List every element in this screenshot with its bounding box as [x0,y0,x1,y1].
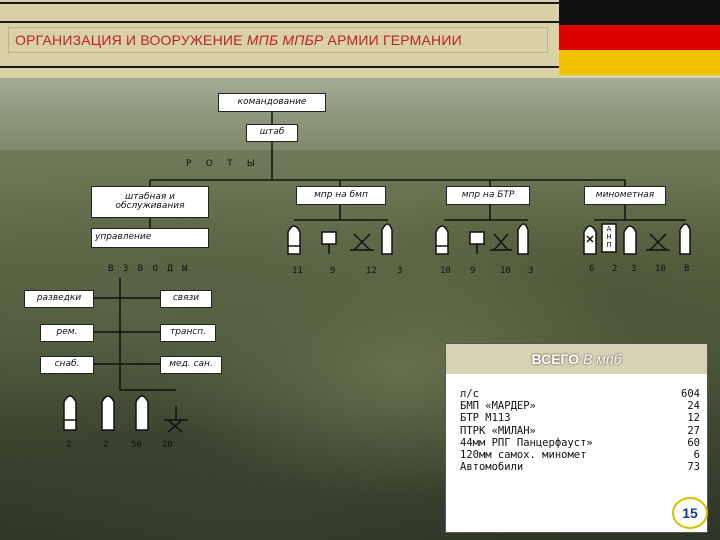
mortar-company-box: минометная [584,186,666,205]
btr-count-3: 10 [500,266,511,276]
bottom-stripe [0,66,720,68]
bmp-company-symbols [287,223,393,255]
bmp-count-4: 3 [397,266,403,276]
rifle-icon [135,395,149,431]
recon-platoon-box: разведки [24,290,94,308]
btr-company-symbols [435,223,529,255]
background-hills [0,70,720,150]
soldier-icon [623,225,637,255]
bmp-count-3: 12 [366,266,377,276]
supply-platoon-box: снаб. [40,356,94,374]
bmp-icon [321,231,337,245]
soldier-icon [435,225,449,255]
flag-stripe-red [559,25,720,50]
title-bar: ОРГАНИЗАЦИЯ И ВООРУЖЕНИЕ МПБ МПБР АРМИИ … [8,27,548,53]
anp-label: А Н П [606,225,612,249]
page-title: ОРГАНИЗАЦИЯ И ВООРУЖЕНИЕ МПБ МПБР АРМИИ … [15,32,462,48]
left-count-4: 20 [162,440,173,450]
left-count-3: 56 [131,440,142,450]
rpg-icon [101,395,115,431]
rpg-icon [381,223,393,255]
mortar-count-1: 6 [589,264,595,274]
german-flag [559,0,720,75]
soldier-icon [287,225,301,255]
soldier-icon [63,395,77,431]
btr-count-2: 9 [470,266,476,276]
left-count-2: 2 [103,440,109,450]
left-count-1: 2 [66,440,72,450]
btr-company-box: мпр на БТР [446,186,530,205]
flag-stripe-gold [559,50,720,75]
flag-stripe-black [559,0,720,25]
hq-service-company-box: штабная и обслуживания [91,186,209,218]
transport-platoon-box: трансп. [160,324,216,342]
summary-heading: ВСЕГО В мпб [446,344,707,374]
top-stripe-2 [0,21,720,23]
btr-icon [469,231,485,245]
summary-row: 44мм РПГ Панцерфауст»60 [460,436,700,449]
page-number: 15 [672,497,708,529]
top-stripe [0,2,720,4]
mortar-count-2: 2 [612,264,618,274]
btr-count-4: 3 [528,266,534,276]
rpg-icon [679,223,691,255]
hq-company-weapons-symbols [63,395,188,433]
btr-count-1: 10 [440,266,451,276]
companies-label: Р О Т Ы [186,159,255,169]
repair-platoon-box: рем. [40,324,94,342]
control-box: управление [91,228,209,248]
bmp-count-2: 9 [330,266,336,276]
mortar-count-4: 10 [655,264,666,274]
signals-platoon-box: связи [160,290,212,308]
summary-row: ПТРК «МИЛАН»27 [460,424,700,437]
mortar-company-symbols [583,223,691,255]
command-box: командование [218,93,326,112]
medical-platoon-box: мед. сан. [160,356,222,374]
platoons-label: В З В О Д Ы [108,264,190,274]
mortar-count-3: 3 [631,264,637,274]
rpg-icon [517,223,529,255]
hq-box: штаб [246,124,298,142]
bmp-company-box: мпр на бмп [296,186,386,205]
bmp-count-1: 11 [292,266,303,276]
summary-row: БМП «МАРДЕР»24 [460,400,700,413]
mortar-count-5: 8 [684,264,690,274]
anp-box [601,223,617,253]
